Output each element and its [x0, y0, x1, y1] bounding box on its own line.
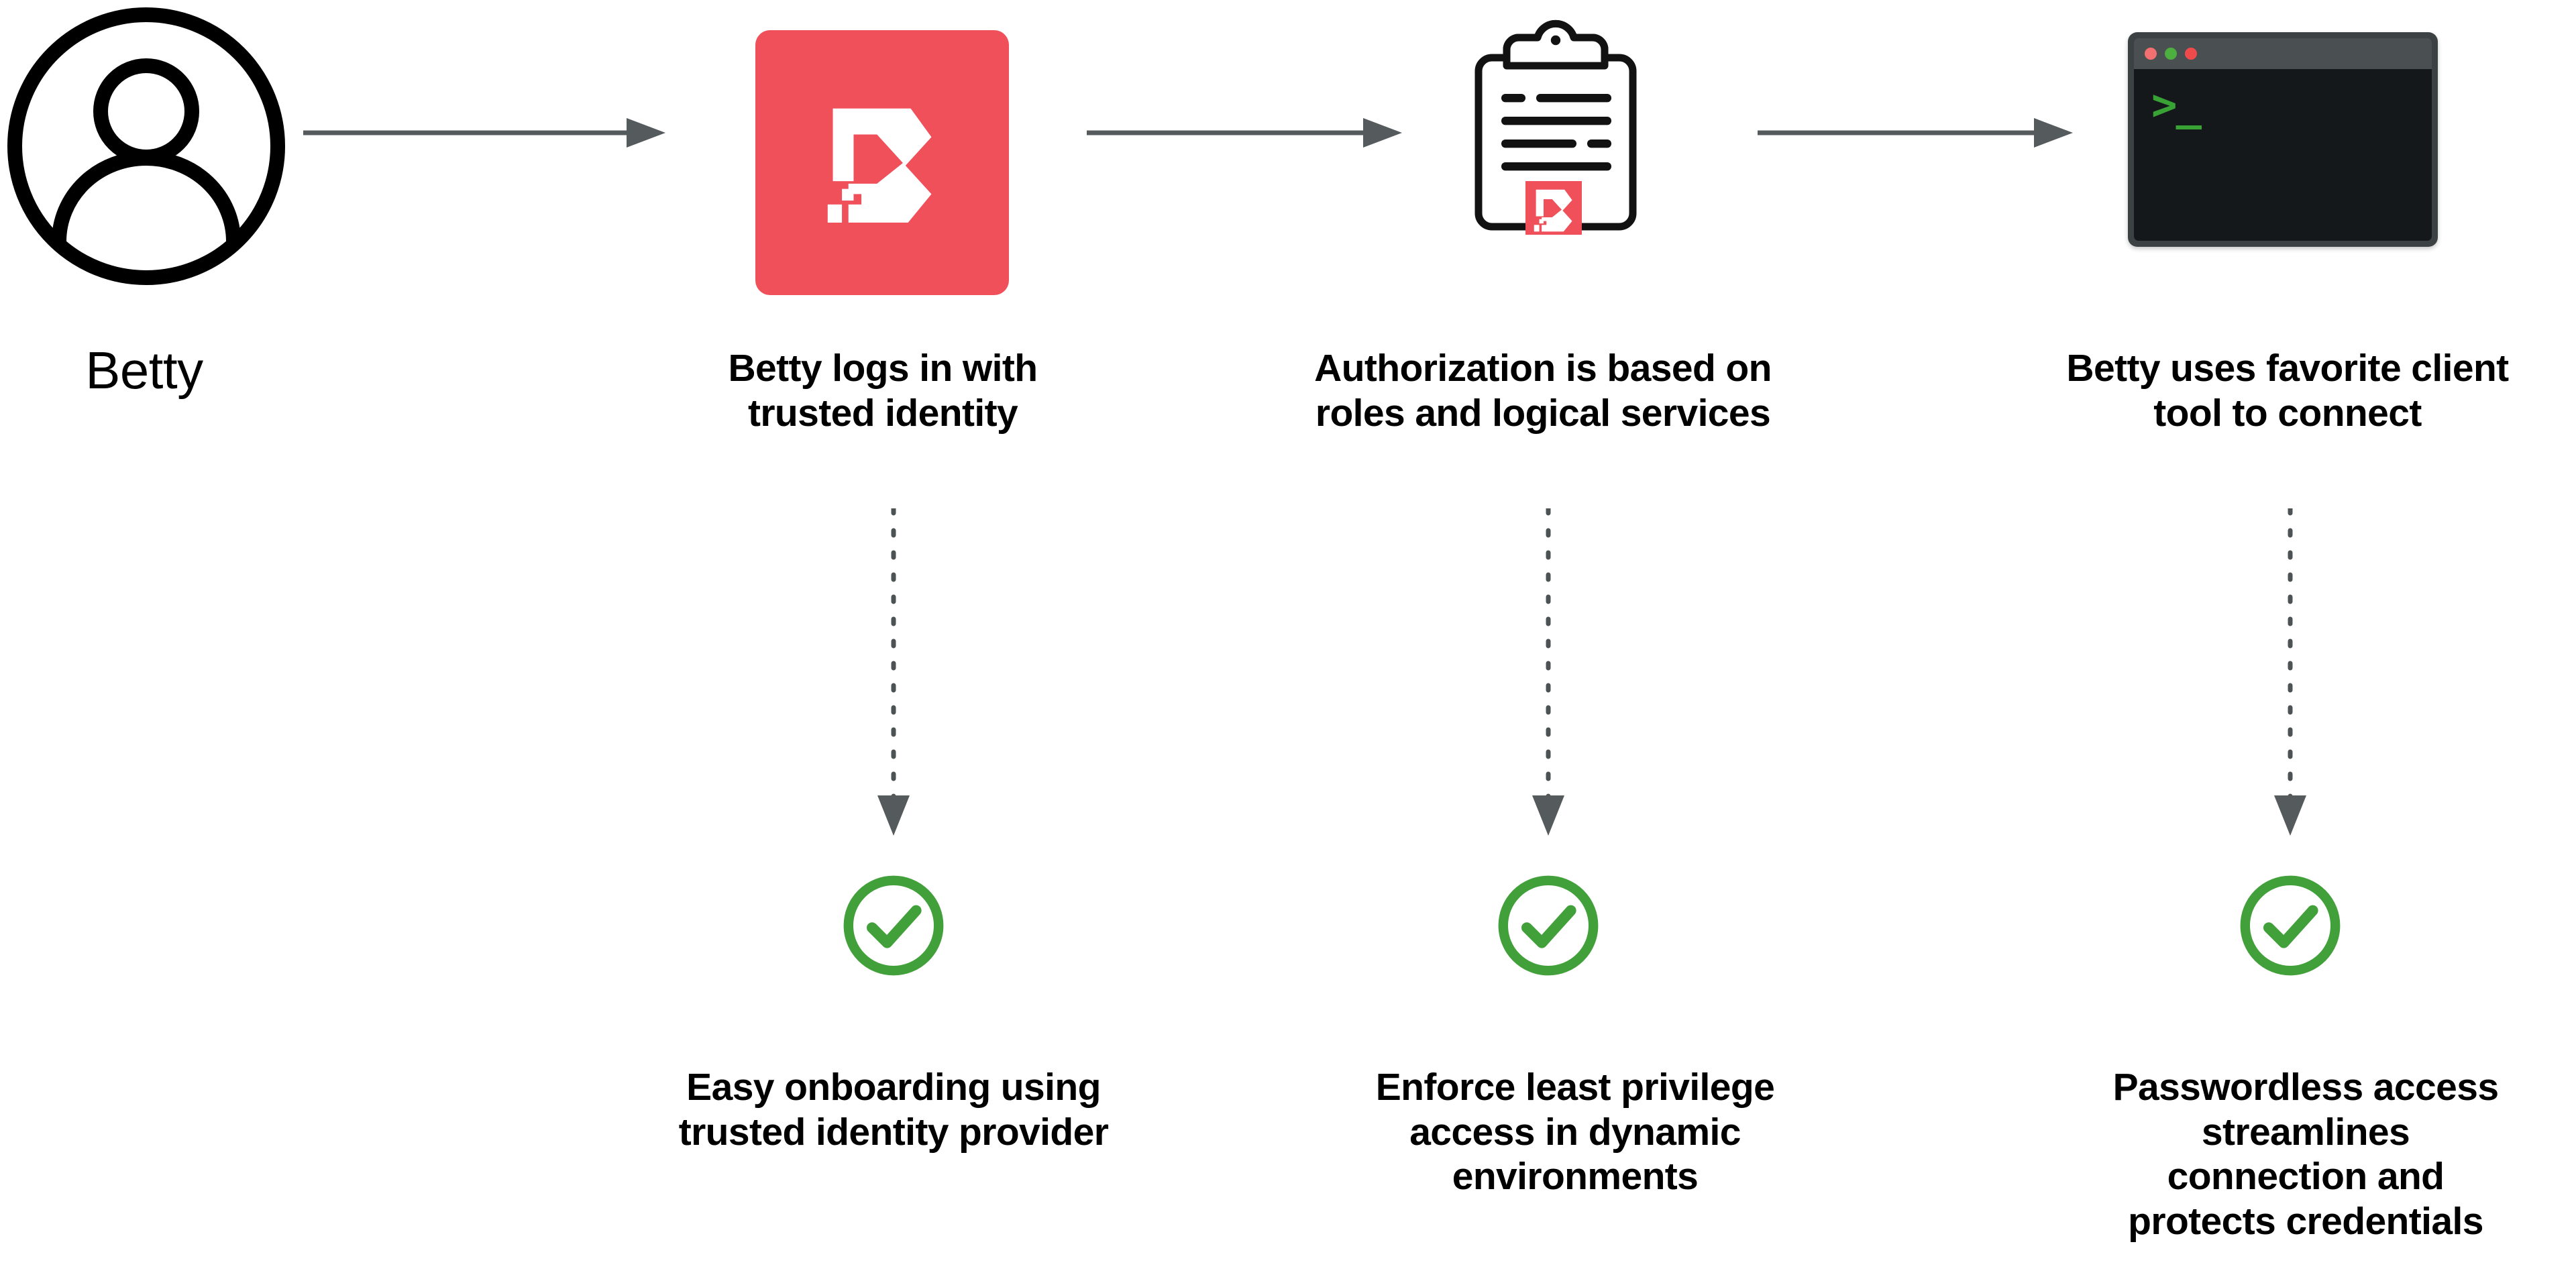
arrow-policy-to-terminal [1758, 113, 2073, 153]
arrow-brand-to-policy [1087, 113, 1402, 153]
terminal-dot-minimize [2165, 48, 2177, 60]
terminal-screen: >_ [2134, 69, 2432, 241]
step-caption-line: Betty uses favorite client [2066, 347, 2509, 390]
check-circle-icon-identity [840, 872, 947, 979]
step-caption-line: Authorization is based on [1314, 347, 1772, 390]
benefit-caption-connect: Passwordless access streamlines connecti… [2035, 1065, 2576, 1244]
check-circle-icon-connect [2237, 872, 2344, 979]
benefit-caption-line: access in dynamic [1409, 1110, 1741, 1154]
benefit-caption-identity: Easy onboarding using trusted identity p… [612, 1065, 1175, 1154]
benefit-caption-line: trusted identity provider [678, 1110, 1109, 1154]
beyondtrust-logo-icon [755, 30, 1009, 295]
terminal-dot-close [2145, 48, 2157, 60]
step-caption-line: Betty logs in with [728, 347, 1038, 390]
benefit-caption-line: environments [1452, 1155, 1699, 1199]
terminal-dot-maximize [2185, 48, 2197, 60]
arrow-user-to-brand [303, 113, 665, 153]
step-caption-identity: Betty logs in with trusted identity [678, 346, 1088, 435]
terminal-prompt-text: >_ [2151, 80, 2202, 130]
user-avatar-icon [5, 5, 287, 287]
benefit-caption-line: streamlines [2201, 1110, 2410, 1154]
persona-name-label: Betty [85, 341, 203, 400]
benefit-caption-line: connection and [2167, 1155, 2445, 1199]
step-caption-line: trusted identity [747, 391, 1018, 435]
dotted-arrow-down-authorization [1528, 508, 1568, 836]
step-caption-line: tool to connect [2153, 391, 2422, 435]
benefit-caption-line: Easy onboarding using [686, 1066, 1101, 1109]
benefit-caption-authorization: Enforce least privilege access in dynami… [1293, 1065, 1857, 1199]
brand-b-glyph [827, 108, 932, 223]
benefit-caption-line: protects credentials [2128, 1200, 2483, 1243]
terminal-titlebar [2134, 38, 2432, 69]
step-caption-connect: Betty uses favorite client tool to conne… [2006, 346, 2569, 435]
terminal-window-icon: >_ [2128, 32, 2438, 247]
benefit-caption-line: Passwordless access [2112, 1066, 2499, 1109]
check-circle-icon-authorization [1495, 872, 1602, 979]
clipboard-policy-icon [1460, 9, 1648, 237]
step-caption-line: roles and logical services [1315, 391, 1771, 435]
dotted-arrow-down-connect [2270, 508, 2310, 836]
benefit-caption-line: Enforce least privilege [1375, 1066, 1775, 1109]
step-caption-authorization: Authorization is based on roles and logi… [1261, 346, 1825, 435]
dotted-arrow-down-identity [873, 508, 914, 836]
